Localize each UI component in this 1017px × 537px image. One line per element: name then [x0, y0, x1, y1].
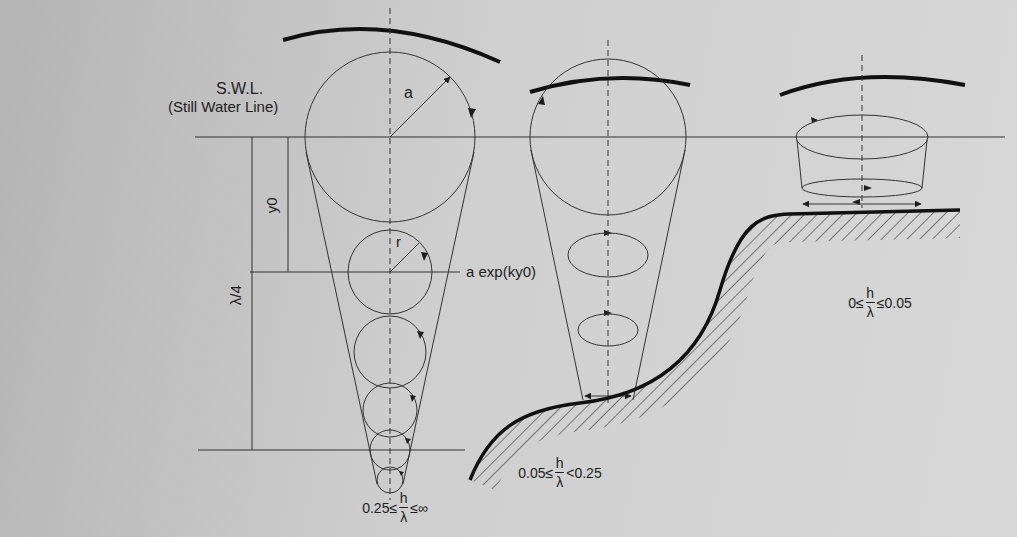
shallow-orbits — [780, 55, 965, 208]
range-bound: ≤∞ — [410, 500, 428, 516]
depth-ratio-range: 0≤hλ≤0.05 — [848, 285, 911, 320]
deep-water-orbits — [198, 8, 500, 500]
ratio-fraction: hλ — [555, 455, 564, 490]
amplitude-label: a — [404, 84, 413, 102]
seabed — [470, 210, 960, 480]
fraction-numerator: h — [400, 490, 408, 506]
fraction-numerator: h — [866, 285, 874, 301]
depth-ratio-range: 0.05≤hλ<0.25 — [518, 455, 601, 490]
wavelength-dimension: λ/4 — [228, 285, 245, 305]
range-bound: ≤0.05 — [877, 295, 912, 311]
range-bound: 0.05≤ — [518, 465, 553, 481]
fraction-denominator: λ — [400, 509, 407, 525]
ratio-fraction: hλ — [399, 490, 408, 525]
fraction-denominator: λ — [556, 474, 563, 490]
range-bound: 0≤ — [848, 295, 863, 311]
still-water-line — [195, 137, 1005, 138]
fraction-bar — [866, 302, 875, 303]
fraction-numerator: h — [556, 455, 564, 471]
ratio-fraction: hλ — [866, 285, 875, 320]
fraction-bar — [555, 472, 564, 473]
depth-ratio-range: 0.25≤hλ≤∞ — [362, 490, 428, 525]
water-line-label: (Still Water Line) — [168, 99, 278, 116]
depth-label: y0 — [264, 197, 281, 213]
intermediate-orbits — [530, 40, 690, 403]
radius-label: r — [396, 234, 401, 251]
fraction-denominator: λ — [867, 304, 874, 320]
radius-formula: a exp(ky0) — [466, 264, 536, 281]
range-bound: <0.25 — [566, 465, 601, 481]
fraction-bar — [399, 507, 408, 508]
range-bound: 0.25≤ — [362, 500, 397, 516]
water-line-label: S.W.L. — [216, 80, 263, 98]
